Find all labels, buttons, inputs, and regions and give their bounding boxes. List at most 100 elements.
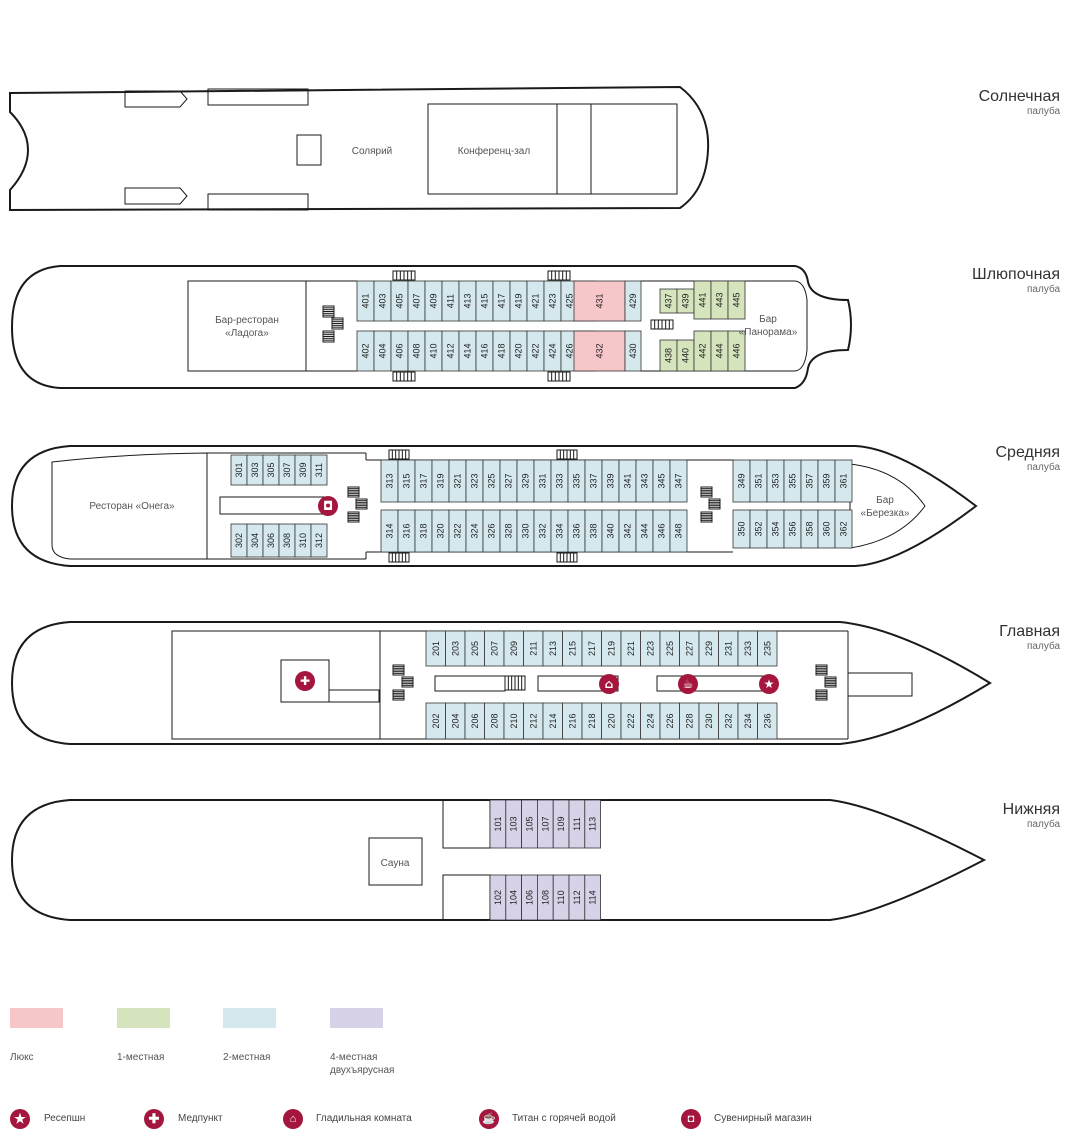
cabin-304[interactable]: 304 — [246, 523, 264, 558]
cabin-344[interactable]: 344 — [635, 509, 654, 553]
cabin-416[interactable]: 416 — [475, 330, 494, 372]
cabin-225[interactable]: 225 — [659, 630, 680, 667]
cabin-110[interactable]: 110 — [552, 874, 570, 921]
cabin-314[interactable]: 314 — [380, 509, 399, 553]
cabin-348[interactable]: 348 — [669, 509, 688, 553]
cabin-429[interactable]: 429 — [624, 280, 642, 322]
cabin-345[interactable]: 345 — [652, 459, 671, 503]
cabin-325[interactable]: 325 — [482, 459, 501, 503]
cabin-308[interactable]: 308 — [278, 523, 296, 558]
cabin-336[interactable]: 336 — [567, 509, 586, 553]
cabin-444[interactable]: 444 — [710, 330, 729, 372]
cabin-355[interactable]: 355 — [783, 459, 802, 503]
cabin-354[interactable]: 354 — [766, 509, 785, 549]
cabin-334[interactable]: 334 — [550, 509, 569, 553]
cabin-101[interactable]: 101 — [489, 799, 507, 849]
cabin-103[interactable]: 103 — [505, 799, 522, 849]
cabin-211[interactable]: 211 — [523, 630, 544, 667]
cabin-229[interactable]: 229 — [698, 630, 719, 667]
cabin-224[interactable]: 224 — [640, 702, 661, 740]
cabin-216[interactable]: 216 — [562, 702, 583, 740]
cabin-326[interactable]: 326 — [482, 509, 501, 553]
cabin-446[interactable]: 446 — [727, 330, 746, 372]
cabin-207[interactable]: 207 — [484, 630, 505, 667]
cabin-437[interactable]: 437 — [659, 288, 678, 314]
cabin-318[interactable]: 318 — [414, 509, 433, 553]
cabin-306[interactable]: 306 — [262, 523, 280, 558]
cabin-309[interactable]: 309 — [294, 454, 312, 486]
cabin-353[interactable]: 353 — [766, 459, 785, 503]
cabin-349[interactable]: 349 — [732, 459, 751, 503]
cabin-408[interactable]: 408 — [407, 330, 426, 372]
cabin-432[interactable]: 432 — [573, 330, 626, 372]
cabin-342[interactable]: 342 — [618, 509, 637, 553]
cabin-310[interactable]: 310 — [294, 523, 312, 558]
cabin-223[interactable]: 223 — [640, 630, 661, 667]
cabin-415[interactable]: 415 — [475, 280, 494, 322]
cabin-201[interactable]: 201 — [425, 630, 446, 667]
cabin-337[interactable]: 337 — [584, 459, 603, 503]
cabin-346[interactable]: 346 — [652, 509, 671, 553]
cabin-206[interactable]: 206 — [464, 702, 485, 740]
cabin-431[interactable]: 431 — [573, 280, 626, 322]
cabin-209[interactable]: 209 — [503, 630, 524, 667]
cabin-114[interactable]: 114 — [584, 874, 601, 921]
cabin-210[interactable]: 210 — [503, 702, 524, 740]
cabin-406[interactable]: 406 — [390, 330, 409, 372]
cabin-204[interactable]: 204 — [445, 702, 466, 740]
cabin-443[interactable]: 443 — [710, 280, 729, 320]
cabin-311[interactable]: 311 — [310, 454, 328, 486]
cabin-235[interactable]: 235 — [757, 630, 778, 667]
cabin-418[interactable]: 418 — [492, 330, 511, 372]
cabin-313[interactable]: 313 — [380, 459, 399, 503]
cabin-214[interactable]: 214 — [542, 702, 563, 740]
cabin-351[interactable]: 351 — [749, 459, 768, 503]
cabin-352[interactable]: 352 — [749, 509, 768, 549]
cabin-230[interactable]: 230 — [698, 702, 719, 740]
cabin-307[interactable]: 307 — [278, 454, 296, 486]
cabin-316[interactable]: 316 — [397, 509, 416, 553]
cabin-359[interactable]: 359 — [817, 459, 836, 503]
cabin-335[interactable]: 335 — [567, 459, 586, 503]
cabin-320[interactable]: 320 — [431, 509, 450, 553]
cabin-218[interactable]: 218 — [581, 702, 602, 740]
cabin-329[interactable]: 329 — [516, 459, 535, 503]
cabin-333[interactable]: 333 — [550, 459, 569, 503]
cabin-410[interactable]: 410 — [424, 330, 443, 372]
cabin-302[interactable]: 302 — [230, 523, 248, 558]
cabin-417[interactable]: 417 — [492, 280, 511, 322]
cabin-338[interactable]: 338 — [584, 509, 603, 553]
cabin-111[interactable]: 111 — [568, 799, 586, 849]
cabin-404[interactable]: 404 — [373, 330, 392, 372]
cabin-104[interactable]: 104 — [505, 874, 522, 921]
cabin-405[interactable]: 405 — [390, 280, 409, 322]
cabin-236[interactable]: 236 — [757, 702, 778, 740]
cabin-330[interactable]: 330 — [516, 509, 535, 553]
cabin-358[interactable]: 358 — [800, 509, 819, 549]
cabin-420[interactable]: 420 — [509, 330, 528, 372]
cabin-401[interactable]: 401 — [356, 280, 375, 322]
cabin-102[interactable]: 102 — [489, 874, 507, 921]
cabin-109[interactable]: 109 — [552, 799, 570, 849]
cabin-422[interactable]: 422 — [526, 330, 545, 372]
cabin-360[interactable]: 360 — [817, 509, 836, 549]
cabin-106[interactable]: 106 — [521, 874, 538, 921]
cabin-328[interactable]: 328 — [499, 509, 518, 553]
cabin-227[interactable]: 227 — [679, 630, 700, 667]
cabin-232[interactable]: 232 — [718, 702, 739, 740]
cabin-341[interactable]: 341 — [618, 459, 637, 503]
cabin-423[interactable]: 423 — [543, 280, 562, 322]
cabin-226[interactable]: 226 — [659, 702, 680, 740]
cabin-217[interactable]: 217 — [581, 630, 602, 667]
cabin-421[interactable]: 421 — [526, 280, 545, 322]
cabin-445[interactable]: 445 — [727, 280, 746, 320]
cabin-340[interactable]: 340 — [601, 509, 620, 553]
cabin-203[interactable]: 203 — [445, 630, 466, 667]
cabin-323[interactable]: 323 — [465, 459, 484, 503]
cabin-208[interactable]: 208 — [484, 702, 505, 740]
cabin-347[interactable]: 347 — [669, 459, 688, 503]
cabin-350[interactable]: 350 — [732, 509, 751, 549]
cabin-357[interactable]: 357 — [800, 459, 819, 503]
cabin-315[interactable]: 315 — [397, 459, 416, 503]
cabin-438[interactable]: 438 — [659, 339, 678, 372]
